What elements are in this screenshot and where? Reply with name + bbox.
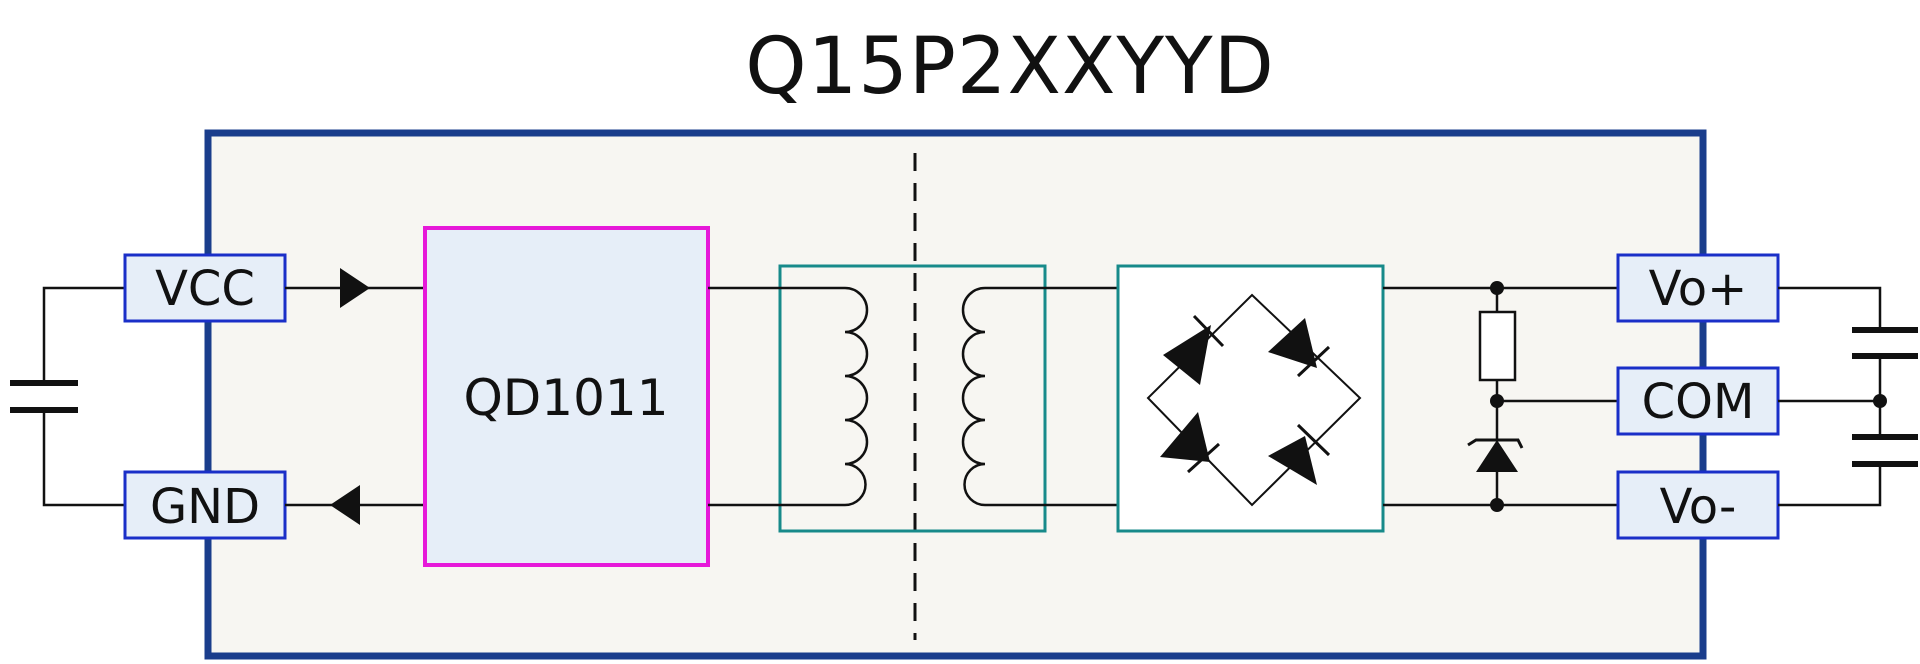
vout-neg-pin: Vo-	[1616, 470, 1780, 540]
vout-neg-label: Vo-	[1660, 479, 1737, 535]
controller-chip: QD1011	[423, 226, 710, 567]
diode-upper-left	[1163, 325, 1211, 385]
gnd-pin: GND	[123, 470, 287, 540]
com-junction-dot	[1873, 394, 1887, 408]
diode-upper-right	[1268, 318, 1317, 368]
vcc-arrow	[340, 268, 370, 308]
transformer	[708, 264, 1118, 533]
gnd-arrow	[330, 485, 360, 525]
vout-pos-label: Vo+	[1649, 261, 1748, 317]
output-capacitors	[1778, 286, 1918, 507]
zener-diode	[1467, 438, 1524, 472]
vcc-label: VCC	[155, 261, 255, 317]
diagram-title: Q15P2XXYYD	[745, 22, 1275, 112]
diode-lower-left	[1160, 412, 1210, 462]
junction-dots	[1490, 281, 1504, 512]
chip-label: QD1011	[463, 369, 668, 427]
vout-pos-pin: Vo+	[1616, 253, 1780, 323]
input-capacitor	[10, 286, 125, 507]
gnd-label: GND	[150, 479, 260, 535]
com-label: COM	[1642, 374, 1755, 430]
vcc-pin: VCC	[123, 253, 287, 323]
primary-winding	[844, 286, 869, 507]
resistor	[1478, 310, 1517, 382]
secondary-winding	[961, 286, 986, 507]
bridge-rectifier	[1116, 264, 1385, 533]
diode-lower-right	[1268, 436, 1317, 485]
com-pin: COM	[1616, 366, 1780, 436]
